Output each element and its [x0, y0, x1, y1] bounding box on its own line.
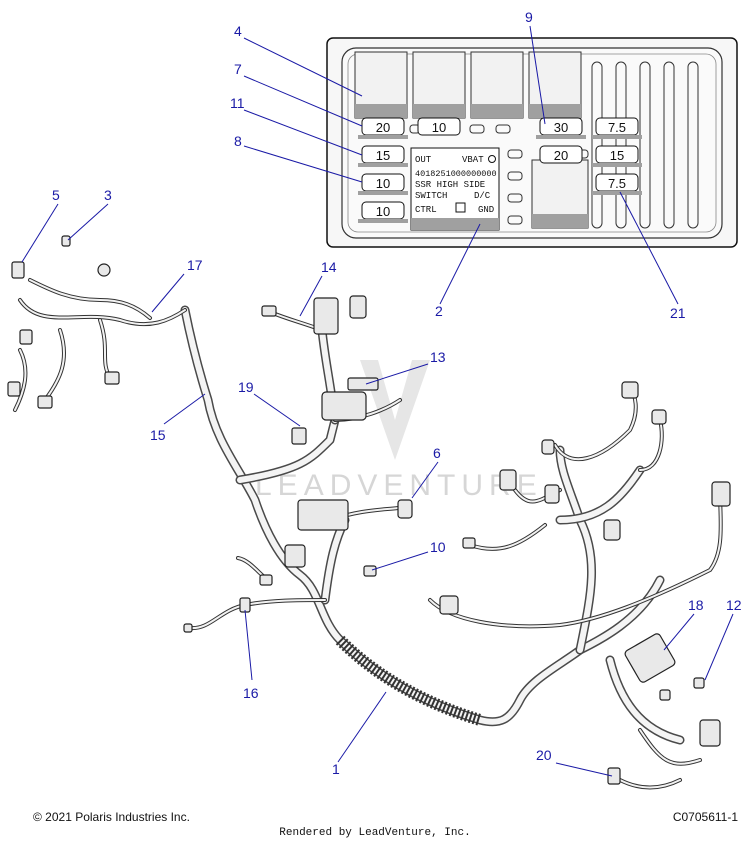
callout-5: 5 — [52, 187, 60, 203]
callout-1: 1 — [332, 761, 340, 777]
fuse-8: 10 — [358, 173, 408, 195]
connectors — [7, 235, 731, 785]
callout-numbers: 1 2 3 4 5 6 7 8 9 10 11 12 13 14 15 16 1… — [52, 9, 742, 777]
fuse-8b: 10 — [358, 201, 408, 223]
callout-2: 2 — [435, 303, 443, 319]
callout-4: 4 — [234, 23, 242, 39]
svg-text:30: 30 — [554, 120, 568, 135]
callout-14: 14 — [321, 259, 337, 275]
svg-text:10: 10 — [376, 204, 390, 219]
svg-text:LEADVENTURE: LEADVENTURE — [255, 469, 543, 502]
callout-15: 15 — [150, 427, 166, 443]
fuse-9b: 20 — [539, 145, 583, 164]
svg-text:15: 15 — [376, 148, 390, 163]
callout-3: 3 — [104, 187, 112, 203]
callout-6: 6 — [433, 445, 441, 461]
svg-text:4018251000000000: 4018251000000000 — [415, 169, 497, 179]
drawing-id: C0705611-1 — [672, 810, 738, 824]
svg-text:10: 10 — [376, 176, 390, 191]
callout-9: 9 — [525, 9, 533, 25]
callout-7: 7 — [234, 61, 242, 77]
callout-20: 20 — [536, 747, 552, 763]
callout-16: 16 — [243, 685, 259, 701]
rendered-by-text: Rendered by LeadVenture, Inc. — [279, 827, 471, 839]
fuse-9: 30 — [536, 117, 586, 139]
svg-text:GND: GND — [478, 205, 494, 215]
svg-text:15: 15 — [610, 148, 624, 163]
svg-text:20: 20 — [554, 148, 568, 163]
callout-12: 12 — [726, 597, 742, 613]
callout-8: 8 — [234, 133, 242, 149]
svg-text:SWITCH: SWITCH — [415, 191, 447, 201]
fuse-r2: 15 — [592, 145, 642, 167]
svg-text:OUT: OUT — [415, 155, 432, 165]
callout-10: 10 — [430, 539, 446, 555]
callout-21: 21 — [670, 305, 686, 321]
svg-text:VBAT: VBAT — [462, 155, 484, 165]
svg-text:7.5: 7.5 — [608, 120, 626, 135]
svg-text:10: 10 — [432, 120, 446, 135]
callout-13: 13 — [430, 349, 446, 365]
fuse-mid: 10 — [417, 117, 461, 136]
svg-text:20: 20 — [376, 120, 390, 135]
fuse-slot-grid — [591, 61, 699, 229]
fuse-21: 7.5 — [592, 173, 642, 195]
svg-text:7.5: 7.5 — [608, 176, 626, 191]
relay-block-row — [354, 51, 582, 119]
svg-text:CTRL: CTRL — [415, 205, 437, 215]
fuse-7: 20 — [358, 117, 408, 139]
svg-text:D/C: D/C — [474, 191, 491, 201]
callout-18: 18 — [688, 597, 704, 613]
callout-19: 19 — [238, 379, 254, 395]
callout-17: 17 — [187, 257, 203, 273]
svg-text:SSR HIGH SIDE: SSR HIGH SIDE — [415, 180, 485, 190]
callout-11: 11 — [230, 95, 245, 111]
leader-lines — [21, 25, 734, 777]
fuse-11: 15 — [358, 145, 408, 167]
fuse-box: 20 15 10 10 10 30 20 — [326, 37, 738, 248]
ssr-relay: OUT VBAT 4018251000000000 SSR HIGH SIDE … — [410, 147, 500, 231]
copyright-text: © 2021 Polaris Industries Inc. — [33, 810, 190, 824]
fuse-r1: 7.5 — [592, 117, 642, 139]
